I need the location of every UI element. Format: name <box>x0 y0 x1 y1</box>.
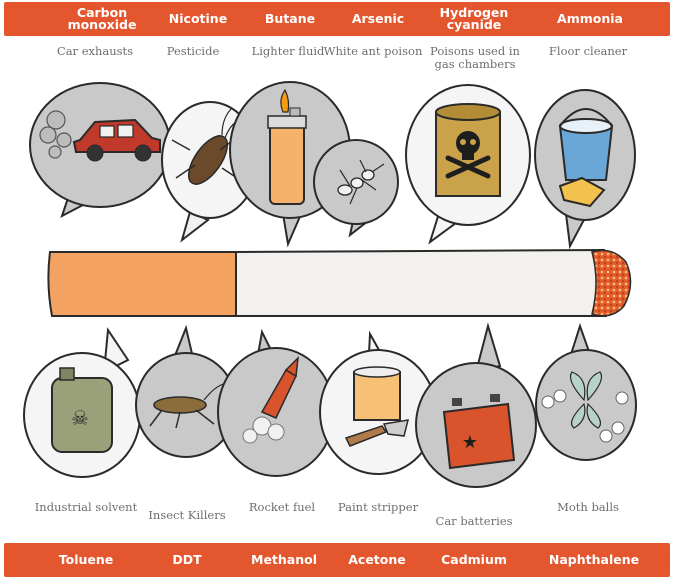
use-label: White ant poison <box>323 44 423 58</box>
cricket-icon <box>149 382 233 429</box>
moth-balls-icon <box>541 371 629 443</box>
solvent-bubble: ☠ <box>23 327 141 478</box>
ant-bubble <box>313 139 399 238</box>
battery-icon: ★ <box>442 394 516 470</box>
chemical-label: Cadmium <box>441 552 507 567</box>
moth-bubble <box>535 322 637 461</box>
solvent-can-icon: ☠ <box>51 367 113 453</box>
use-label: Insect Killers <box>148 508 226 522</box>
use-label: Rocket fuel <box>248 500 316 514</box>
cricket-bubble <box>135 324 237 458</box>
chemical-label: Naphthalene <box>548 552 640 567</box>
use-label: Car exhausts <box>56 44 134 58</box>
chemical-label: Arsenic <box>351 11 405 26</box>
use-label: Poisons used in gas chambers <box>430 44 520 71</box>
ant-icon <box>337 159 385 205</box>
skull-mark: ☠ <box>71 406 89 430</box>
use-label: Floor cleaner <box>548 44 628 58</box>
chemical-label: DDT <box>172 552 202 567</box>
car-bubble <box>29 82 171 219</box>
chemical-label: Nicotine <box>168 11 228 26</box>
bucket-sponge-icon <box>558 108 614 208</box>
use-label: Lighter fluid <box>251 44 325 58</box>
chemical-label: Acetone <box>348 552 406 567</box>
car-icon <box>39 110 161 162</box>
rocket-bubble <box>217 328 335 477</box>
paint-bubble <box>319 330 437 475</box>
top-chemicals-band: Carbon monoxide Nicotine Butane Arsenic … <box>4 2 670 36</box>
lighter-icon <box>267 88 307 205</box>
chemical-label: Hydrogen cyanide <box>439 5 509 32</box>
star-mark: ★ <box>462 432 478 453</box>
chemical-label: Carbon monoxide <box>67 5 137 32</box>
chemical-label: Ammonia <box>557 11 623 26</box>
use-label: Pesticide <box>166 44 220 58</box>
poison-canister-icon <box>435 103 501 197</box>
use-label: Industrial solvent <box>34 500 138 514</box>
chemical-label: Toluene <box>58 552 114 567</box>
use-label: Car batteries <box>435 514 513 528</box>
bottom-chemicals-band: Toluene DDT Methanol Acetone Cadmium Nap… <box>4 543 670 577</box>
rocket-icon <box>242 355 299 444</box>
use-label: Moth balls <box>557 500 619 514</box>
poison-bubble <box>405 84 531 245</box>
paint-stripper-icon <box>344 366 410 447</box>
chemical-label: Methanol <box>251 552 317 567</box>
chemical-label: Butane <box>264 11 316 26</box>
cigarette-icon <box>47 248 632 317</box>
bucket-bubble <box>534 89 636 250</box>
battery-bubble: ★ <box>415 322 537 488</box>
cockroach-icon <box>171 107 246 185</box>
use-label: Paint stripper <box>337 500 419 514</box>
